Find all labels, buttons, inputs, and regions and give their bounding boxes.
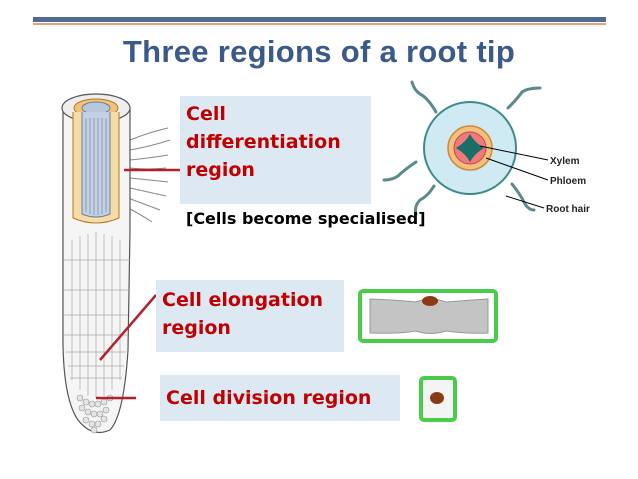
elongated-cell <box>358 289 498 343</box>
header-rule-accent <box>33 23 606 25</box>
label-differentiation-line3: region <box>186 159 255 181</box>
root-hairs <box>127 127 171 223</box>
differentiation-note: [Cells become specialised] <box>186 209 426 228</box>
phloem-label: Phloem <box>550 176 586 187</box>
elong-pointer-line <box>99 294 157 361</box>
label-elongation-line1: Cell elongation <box>162 289 324 311</box>
xylem-label: Xylem <box>550 156 580 167</box>
root-tip-illustration <box>61 93 171 434</box>
root-cap-cells <box>76 394 114 434</box>
label-differentiation-region: Cell differentiation region <box>180 96 371 204</box>
label-division-region: Cell division region <box>160 375 400 421</box>
root-hair-label: Root hair <box>546 204 590 215</box>
dividing-cell <box>419 376 457 422</box>
label-differentiation-line1: Cell <box>186 103 226 125</box>
slide-title: Three regions of a root tip <box>122 34 516 69</box>
vascular-cutaway <box>81 112 111 218</box>
label-differentiation-line2: differentiation <box>186 131 341 153</box>
cross-section-leaders <box>479 145 549 209</box>
elongated-cell-vacuole <box>369 298 489 334</box>
elongation-cells <box>64 232 130 398</box>
dividing-cell-nucleus <box>430 392 444 404</box>
root-cross-section: Xylem Phloem Root hair <box>382 80 590 216</box>
vascular-strands <box>85 118 107 215</box>
xylem-star <box>456 134 484 162</box>
header-rule-dark <box>33 17 606 22</box>
elongated-cell-nucleus <box>422 296 438 306</box>
label-elongation-region: Cell elongation region <box>156 280 344 352</box>
label-elongation-line2: region <box>162 317 231 339</box>
